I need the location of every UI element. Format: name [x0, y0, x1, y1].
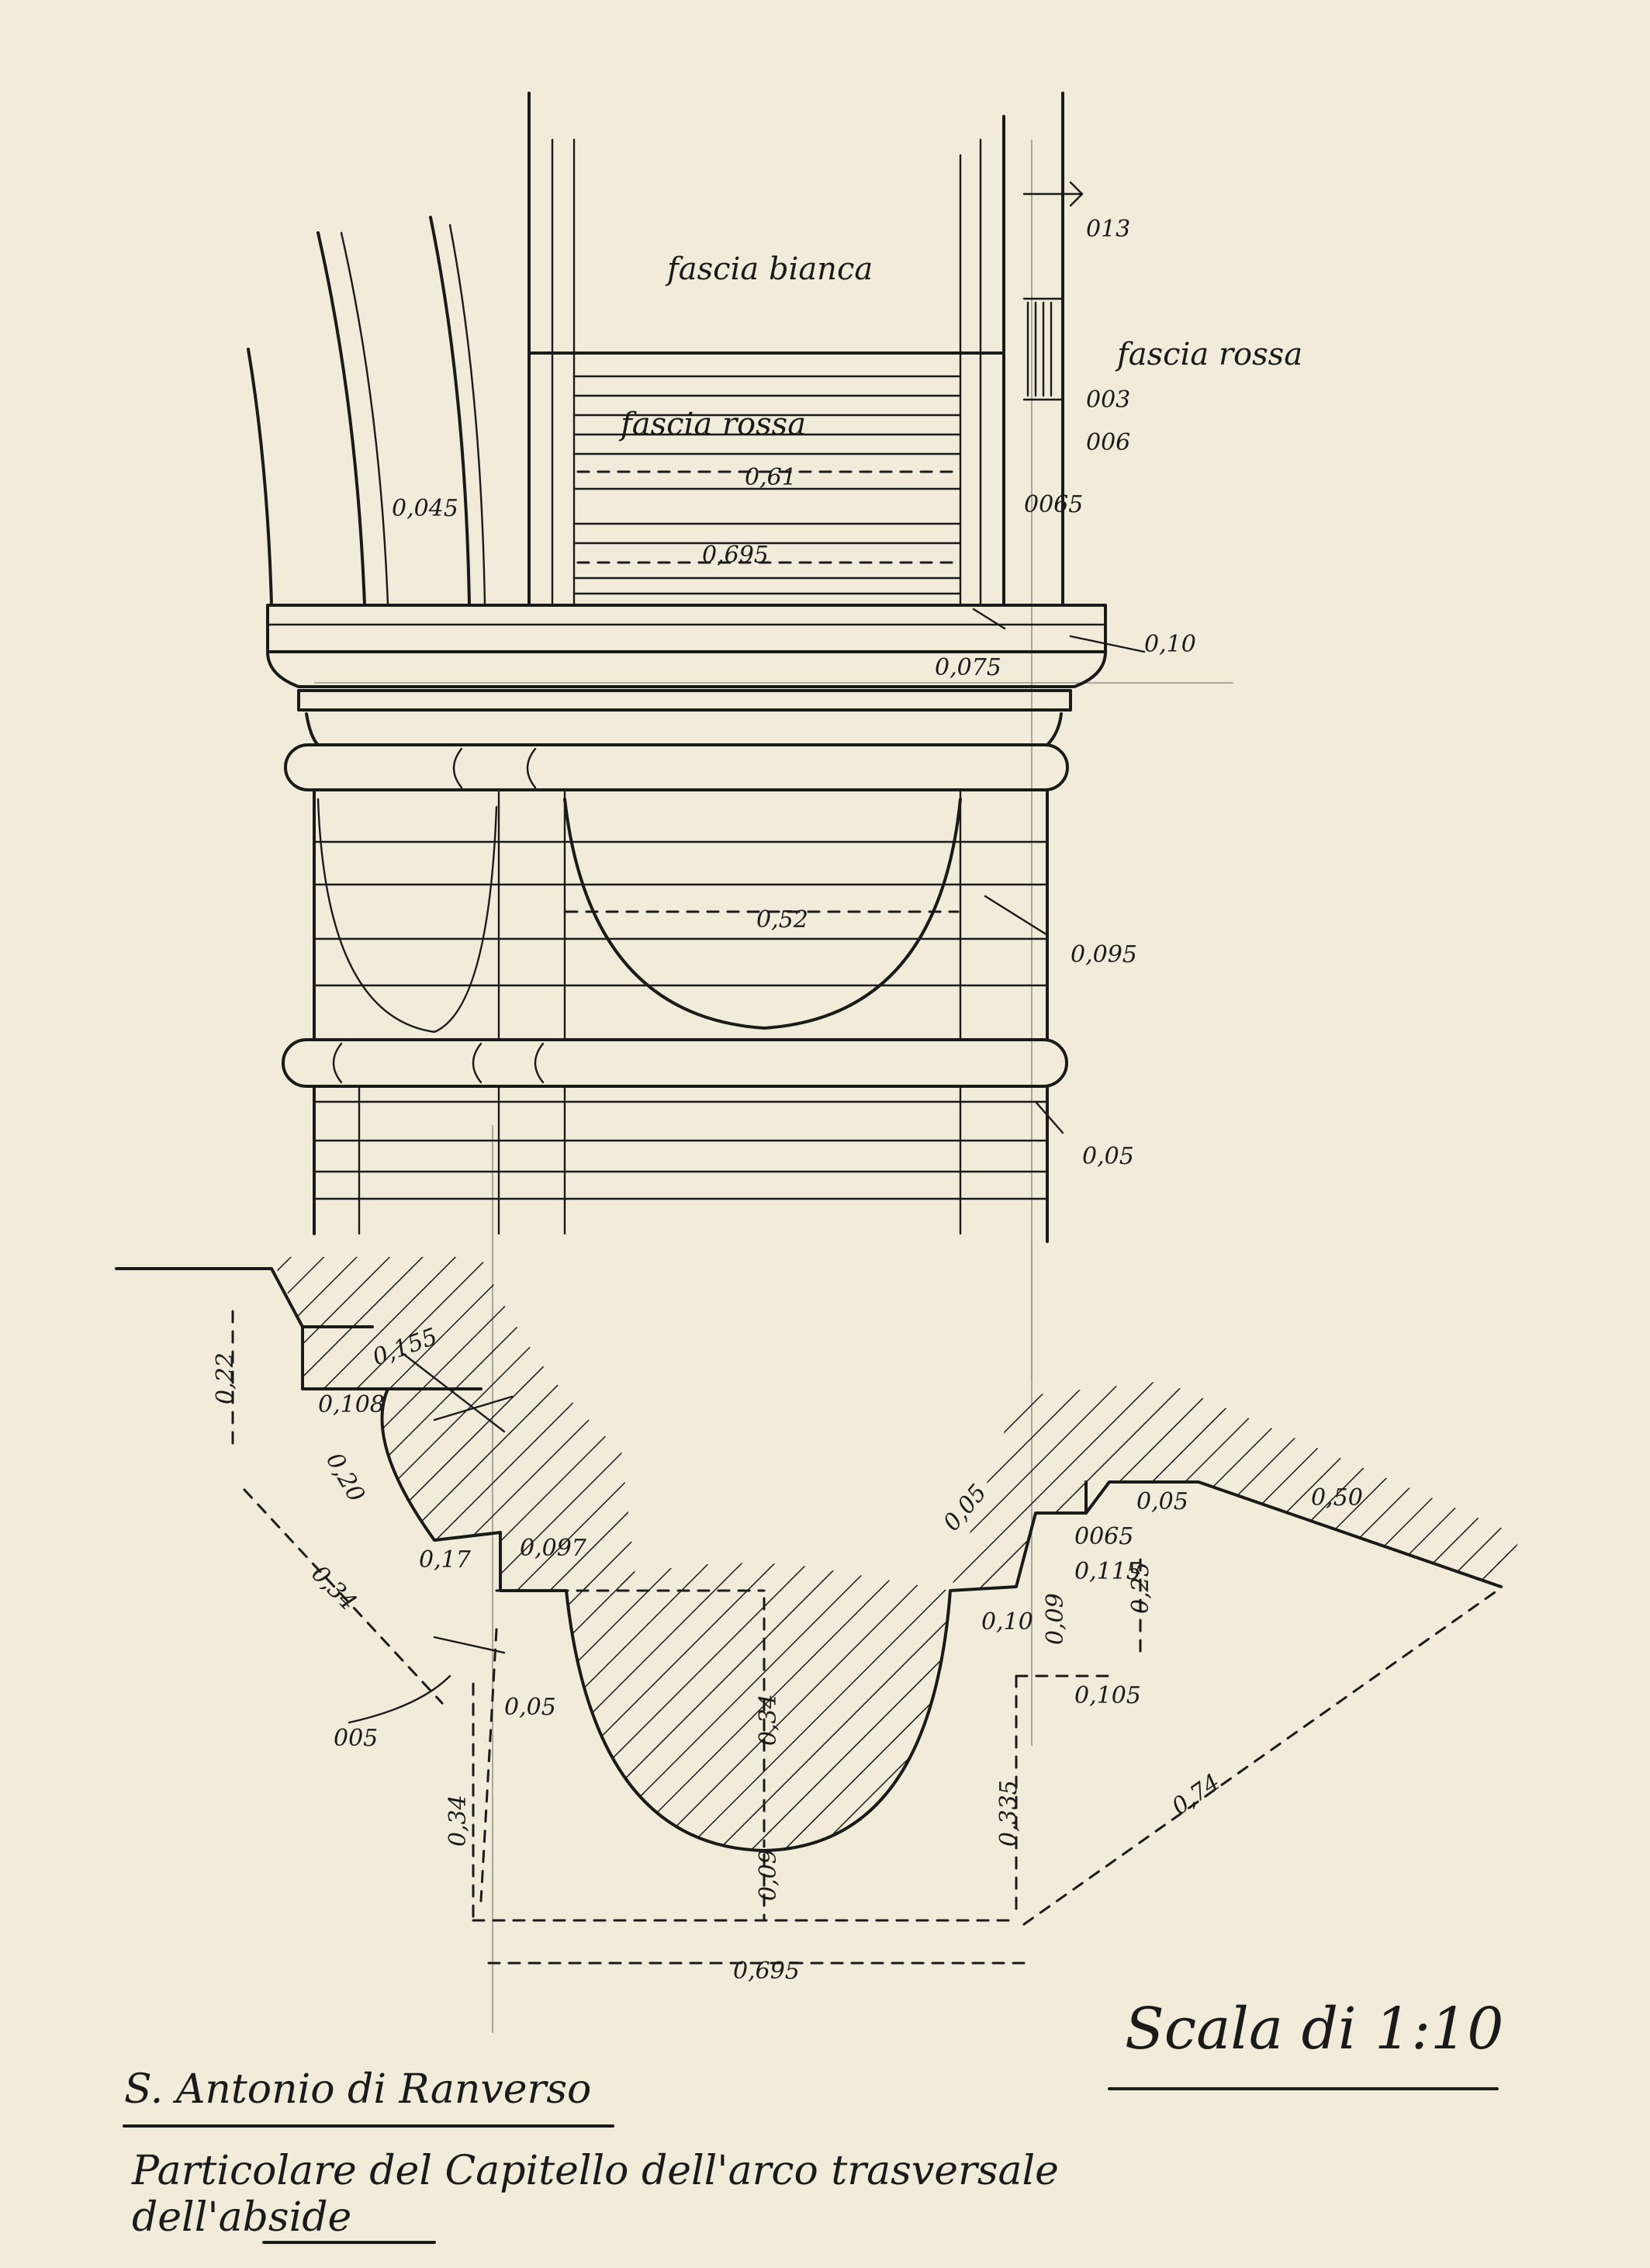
- dim-0045: 0,045: [392, 495, 458, 522]
- dim-005-left: 005: [334, 1725, 378, 1752]
- dim-010: 0,10: [1144, 631, 1196, 658]
- scale-note: Scala di 1:10: [1125, 1996, 1503, 2062]
- dim-0095: 0,095: [1071, 941, 1137, 968]
- elevation-view: [247, 92, 1233, 2033]
- dim-009-bottom: 0,09: [755, 1849, 782, 1901]
- dim-017: 0,17: [419, 1546, 472, 1574]
- dim-0695-top: 0,695: [702, 542, 769, 569]
- dim-0097: 0,097: [520, 1535, 587, 1562]
- dim-0695-bottom: 0,695: [733, 1958, 800, 1985]
- section-view: [115, 1257, 1520, 1965]
- dim-074: 0,74: [1167, 1769, 1226, 1821]
- title-block: Scala di 1:10 S. Antonio di Ranverso Par…: [123, 1996, 1503, 2244]
- dim-034-left: 0,34: [444, 1795, 472, 1847]
- dim-010-right: 0,10: [981, 1608, 1033, 1636]
- label-fascia-rossa-right: fascia rossa: [1115, 337, 1302, 372]
- red-band-hatching: [572, 375, 962, 595]
- dim-013: 013: [1086, 216, 1130, 243]
- dim-003: 003: [1086, 386, 1130, 414]
- dim-0105: 0,105: [1074, 1682, 1141, 1709]
- dim-0065-right: 0065: [1074, 1523, 1133, 1550]
- dim-0335: 0,335: [995, 1780, 1022, 1847]
- dim-022: 0,22: [212, 1352, 239, 1404]
- dim-0108: 0,108: [318, 1391, 385, 1418]
- dim-052: 0,52: [756, 906, 808, 933]
- dim-034-center: 0,34: [755, 1694, 782, 1746]
- dim-0075: 0,075: [935, 654, 1001, 681]
- label-fascia-bianca: fascia bianca: [665, 251, 873, 287]
- dim-006: 006: [1086, 429, 1130, 456]
- dim-025: 0,25: [1127, 1562, 1154, 1614]
- caption-line-1: Particolare del Capitello dell'arco tras…: [131, 2148, 1059, 2194]
- bell-courses: [313, 840, 1049, 987]
- dim-005-top-right: 0,05: [1136, 1488, 1188, 1515]
- dim-020: 0,20: [320, 1449, 370, 1507]
- dim-050: 0,50: [1311, 1484, 1363, 1511]
- label-fascia-rossa-center: fascia rossa: [618, 407, 806, 442]
- dim-061: 0,61: [745, 464, 797, 491]
- dim-0065-top: 0065: [1024, 491, 1083, 518]
- small-red-band-hatching: [1026, 301, 1053, 397]
- caption-line-2: dell'abside: [132, 2194, 351, 2241]
- dim-009-right: 0,09: [1042, 1593, 1069, 1645]
- dim-005-mid: 0,05: [504, 1694, 556, 1721]
- dim-005-elev: 0,05: [1082, 1143, 1134, 1170]
- dim-0115: 0,115: [1074, 1558, 1141, 1585]
- drawing-title: S. Antonio di Ranverso: [124, 2066, 591, 2113]
- elevation-labels: fascia bianca fascia rossa fascia rossa …: [392, 216, 1302, 1170]
